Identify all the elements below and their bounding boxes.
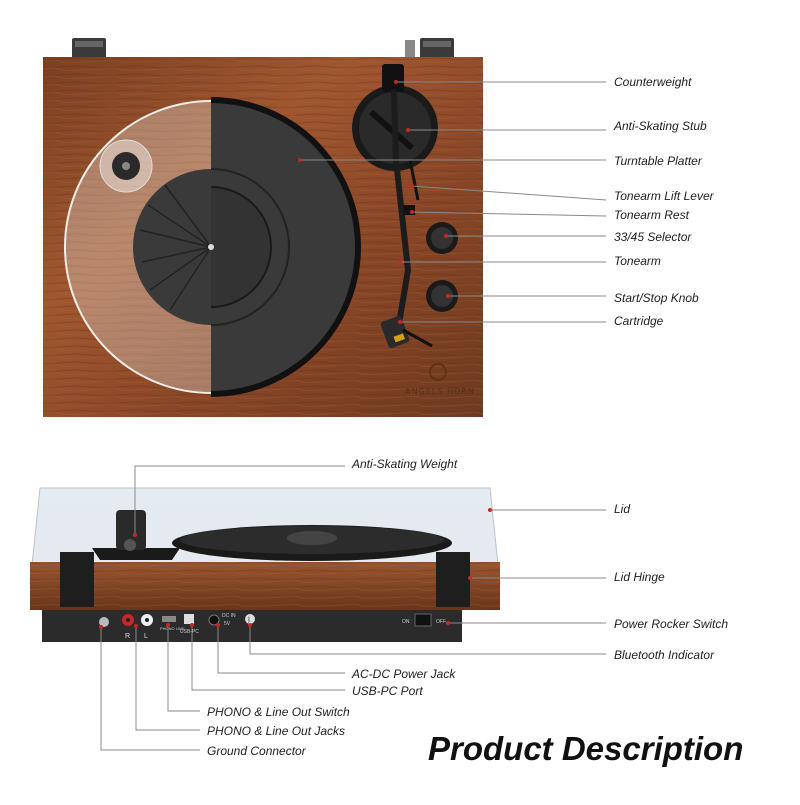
power-switch (414, 613, 432, 627)
tonearm-rest (403, 205, 415, 215)
power-off-label: OFF (436, 619, 446, 625)
label-lid: Lid (614, 502, 631, 516)
label-phono-line-out-switch: PHONO & Line Out Switch (207, 705, 350, 719)
label-usb-pc-port: USB-PC Port (352, 684, 423, 698)
dc-volt-label: 5V (224, 621, 231, 627)
top-view: ANGELS HORN (43, 38, 483, 417)
label-cartridge: Cartridge (614, 314, 664, 328)
label-ground-connector: Ground Connector (207, 744, 306, 758)
usb-label: USB-PC (180, 629, 199, 635)
jack-l-label: L (144, 633, 148, 640)
usb-port (184, 614, 194, 624)
label-tonearm-rest: Tonearm Rest (614, 208, 689, 222)
label-tonearm-lift-lever: Tonearm Lift Lever (614, 189, 714, 203)
label-33-45-selector: 33/45 Selector (614, 230, 692, 244)
label-bluetooth-indicator: Bluetooth Indicator (614, 648, 715, 662)
lid-hinge-right (436, 552, 470, 607)
power-on-label: ON (402, 619, 410, 625)
phono-line-label: PHONO LINE (160, 626, 185, 631)
label-turntable-platter: Turntable Platter (614, 154, 702, 168)
lid-hinge-left (60, 552, 94, 607)
acrylic-platter (64, 100, 211, 394)
leader-dots (99, 80, 492, 629)
phono-line-switch (162, 616, 176, 622)
jack-r-label: R (125, 633, 130, 640)
label-anti-skating-stub: Anti-Skating Stub (614, 119, 707, 133)
dc-label: DC IN (222, 613, 236, 619)
power-post (405, 40, 415, 58)
brand-logo-mark (429, 363, 447, 381)
label-start-stop-knob: Start/Stop Knob (614, 291, 699, 305)
label-tonearm: Tonearm (614, 254, 661, 268)
bluetooth-indicator (245, 614, 255, 624)
label-lid-hinge: Lid Hinge (614, 570, 665, 584)
tonearm-lift-lever (408, 159, 420, 201)
ground-connector (99, 617, 109, 627)
label-phono-line-out-jacks: PHONO & Line Out Jacks (207, 724, 346, 738)
label-counterweight: Counterweight (614, 75, 692, 89)
label-anti-skating-weight: Anti-Skating Weight (352, 457, 458, 471)
spindle (208, 244, 214, 250)
anti-skating-weight (116, 510, 146, 550)
dc-jack (208, 614, 220, 626)
side-view: R L PHONO LINE USB-PC DC IN 5V ᛒ ON OFF (29, 487, 501, 642)
tonearm (391, 89, 412, 321)
label-ac-dc-power-jack: AC-DC Power Jack (352, 667, 456, 681)
brand-name: ANGELS HORN (405, 387, 475, 396)
bluetooth-icon: ᛒ (247, 616, 251, 624)
leader-lines (100, 81, 607, 751)
label-power-rocker-switch: Power Rocker Switch (614, 617, 729, 631)
page-title: Product Description (428, 730, 744, 767)
turntable-platter (211, 97, 361, 397)
counterweight (382, 64, 404, 92)
